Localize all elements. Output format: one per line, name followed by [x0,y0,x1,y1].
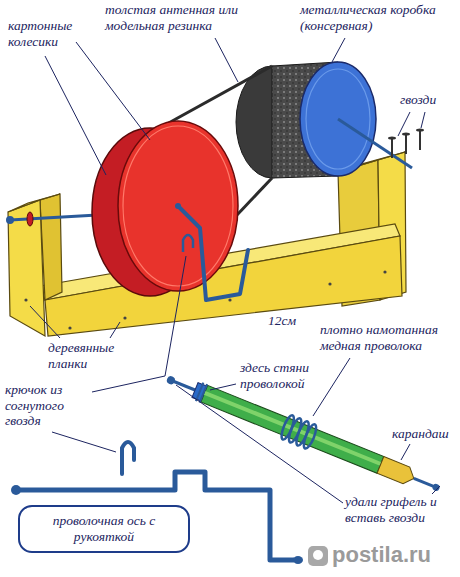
leader-line [421,112,425,128]
part-label: карандаш [392,426,456,442]
copper-coil [279,414,296,441]
nail [416,128,424,131]
screw [68,326,71,329]
leader-line [313,358,350,416]
part-label: деревянные планки [48,340,148,371]
screw [383,270,386,273]
pencil-body [204,391,382,466]
leader-lines [30,38,440,503]
leader-line [401,444,410,460]
nail [414,478,434,486]
binding-wire [200,384,207,403]
rubber-band [165,66,272,125]
box-text: проволочная ось с рукояткой [32,513,176,544]
leader-line [176,385,343,503]
wire-axle [18,472,294,560]
copper-coil [294,420,311,447]
leader-line [110,322,120,338]
leader-line [210,384,236,390]
note-label: здесь стяни проволокой [240,360,332,391]
leader-line [92,256,186,392]
leader-line [52,432,116,452]
leader-line [215,38,238,82]
pencil-body [201,385,384,473]
bent-nail-hook [183,235,193,252]
screw [328,282,331,285]
nail [391,138,393,158]
bent-nail-hook [122,442,134,474]
part-label: картонные колесики [8,18,82,49]
screw [24,298,27,301]
copper-coil [301,423,318,450]
axle-knob [11,485,21,495]
leader-line [432,486,440,494]
pencil-end [377,457,417,487]
watermark-logo [313,550,323,560]
nail [166,375,176,385]
part-label: гвозди [400,92,450,108]
leader-line [76,42,150,140]
wire-axle [338,119,412,168]
leader-line [332,38,345,62]
rounded-label-box: проволочная ось с рукояткой [18,505,190,553]
wood-plank [8,194,60,212]
part-label: толстая антенная или модельная резинка [105,2,283,33]
note-label: удали грифель и вставь гвозди [345,494,457,525]
part-label: плотно намотанная медная проволока [320,322,446,353]
part-label: металлическая коробка (консервная) [300,2,452,33]
screw [228,298,231,301]
dimension-label: 12см [268,313,308,329]
copper-coil [287,417,304,444]
part-label: крючок из согнутого гвоздя [5,382,95,429]
leader-line [30,306,60,338]
nail [405,134,407,154]
watermark-logo [308,546,328,566]
axle-knob [293,556,303,564]
crank-handle [178,206,248,300]
leader-line [45,56,106,175]
nail [402,132,410,135]
watermark: postila.ru [332,542,456,567]
washer [27,212,33,226]
nail [388,136,396,139]
axle-knob [6,216,14,224]
screw [123,316,126,319]
nail [419,130,421,150]
leader-line [398,112,410,136]
